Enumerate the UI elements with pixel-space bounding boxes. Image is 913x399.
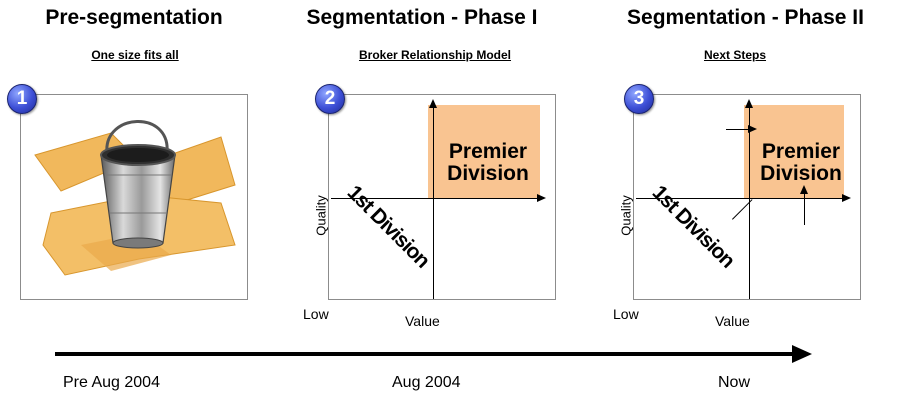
quality-axis-label: Quality: [313, 195, 329, 236]
growth-arrow-right: [748, 125, 757, 133]
value-axis-vertical: [749, 105, 750, 299]
badge-3: 3: [624, 84, 654, 114]
premier-label: Premier Division: [746, 141, 856, 185]
axis-arrow-up: [745, 99, 753, 108]
origin-label-low: Low: [303, 306, 329, 322]
first-division-label: 1st Division: [342, 181, 434, 273]
first-division-label: 1st Division: [647, 181, 739, 273]
value-axis-label: Value: [715, 313, 750, 329]
premier-division-area: [428, 105, 540, 199]
heading-pre-segmentation: Pre-segmentation: [45, 6, 223, 29]
premier-line-1: Premier: [448, 140, 528, 163]
growth-arrow-line: [804, 191, 805, 225]
axis-arrow-right: [537, 194, 546, 202]
growth-arrow-up: [800, 185, 808, 194]
origin-label-low: Low: [613, 306, 639, 322]
quality-axis-label: Quality: [618, 195, 634, 236]
axis-arrow-up: [429, 99, 437, 108]
value-axis-label: Value: [405, 313, 440, 329]
timeline-label-pre: Pre Aug 2004: [63, 374, 160, 391]
timeline-arrow-shaft: [55, 352, 795, 356]
subheading-one-size: One size fits all: [91, 48, 179, 62]
timeline-arrow-head: [792, 345, 812, 363]
panel-phase-1: Premier Division 1st Division Quality: [314, 94, 556, 300]
panel-pre-segmentation: [20, 94, 248, 300]
quality-axis-horizontal: [331, 198, 539, 199]
premier-line-2: Division: [760, 162, 842, 185]
bucket-icon: [34, 120, 236, 276]
subheading-next-steps: Next Steps: [703, 48, 767, 62]
premier-line-2: Division: [447, 162, 529, 185]
growth-arrow-line: [726, 129, 750, 130]
heading-phase-2: Segmentation - Phase II: [627, 6, 864, 29]
panel-phase-2: Premier Division 1st Division Quality: [619, 94, 861, 300]
badge-2: 2: [315, 84, 345, 114]
quality-axis-horizontal: [636, 198, 844, 199]
axis-arrow-right: [842, 194, 851, 202]
timeline-label-aug: Aug 2004: [392, 374, 461, 391]
badge-1: 1: [7, 84, 37, 114]
value-axis-vertical: [433, 105, 434, 299]
premier-label: Premier Division: [433, 141, 543, 185]
subheading-broker-model: Broker Relationship Model: [358, 48, 512, 62]
premier-division-area: [744, 105, 844, 199]
premier-line-1: Premier: [761, 140, 841, 163]
timeline-label-now: Now: [718, 374, 751, 391]
heading-phase-1: Segmentation - Phase I: [306, 6, 538, 29]
